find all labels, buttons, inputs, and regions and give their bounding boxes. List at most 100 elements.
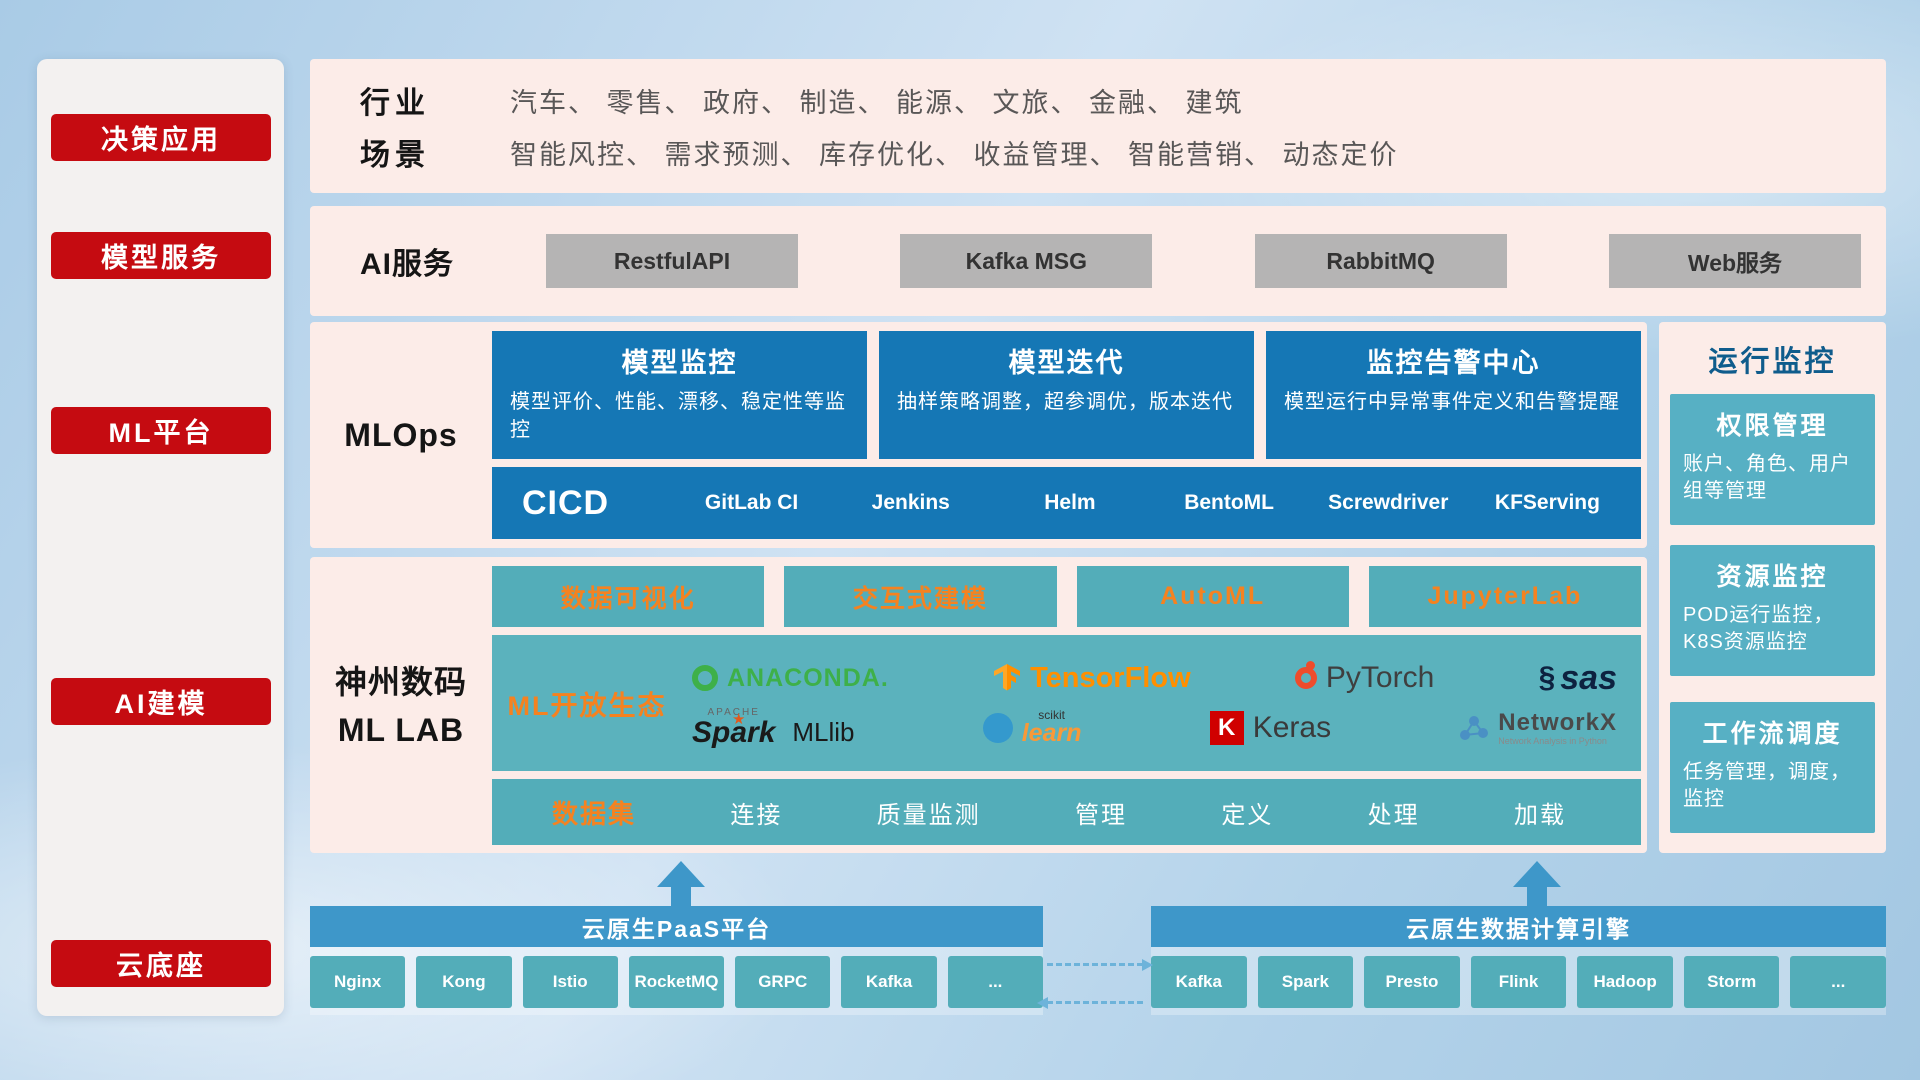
tool-data-visualization: 数据可视化 [492,566,765,627]
data-engine-title-bar: 云原生数据计算引擎 [1151,906,1886,947]
engine-item-storm: Storm [1683,956,1780,1008]
sidebar-item-cloud-base: 云底座 [51,940,271,987]
scikit-learn-logo: scikit learn [982,709,1082,746]
workflow-scheduler-card: 工作流调度 任务管理，调度，监控 [1670,702,1875,833]
scenario-list: 智能风控、 需求预测、 库存优化、 收益管理、 智能营销、 动态定价 [510,139,1399,170]
spark-apache-text: APACHE [707,706,760,718]
networkx-subtitle: Network Analysis in Python [1498,736,1607,747]
paas-up-arrow [657,861,705,906]
card-desc: 抽样策略调整，超参调优，版本迭代 [897,391,1233,413]
model-monitor-card: 模型监控 模型评价、性能、漂移、稳定性等监控 [492,331,867,459]
engine-item-presto: Presto [1364,956,1460,1008]
keras-icon: K [1209,710,1244,745]
paas-item-more: ... [947,956,1043,1008]
dataset-item-quality: 质量监测 [876,801,981,829]
sidebar-item-model-service: 模型服务 [51,232,271,279]
mlops-panel: MLOps 模型监控 模型评价、性能、漂移、稳定性等监控 模型迭代 抽样策略调整… [310,322,1647,548]
engine-item-spark: Spark [1257,956,1354,1008]
industry-label: 行业 [360,87,430,120]
spark-wordmark: APACHE ★ Spark [692,706,776,749]
sidebar-item-ai-modeling: AI建模 [51,678,271,725]
networkx-logo: NetworkX Network Analysis in Python [1459,709,1617,747]
ml-ecosystem-label: ML开放生态 [507,690,667,721]
mllab-label-line2: ML LAB [337,711,465,748]
mllab-panel: 神州数码 ML LAB 数据可视化 交互式建模 AutoML JupyterLa… [310,557,1647,853]
pytorch-logo: PyTorch [1294,661,1435,695]
card-title: 权限管理 [1716,412,1829,440]
networkx-icon [1459,713,1489,743]
card-desc: 账户、角色、用户组等管理 [1683,453,1851,502]
cicd-item-kfserving: KFServing [1494,491,1600,514]
kafka-msg-button: Kafka MSG [900,234,1153,288]
dashed-arrow-left [1037,997,1143,1009]
restful-api-button: RestfulAPI [546,234,798,288]
card-title: 监控告警中心 [1366,348,1541,378]
dataset-label: 数据集 [552,798,637,829]
card-desc: 任务管理，调度，监控 [1683,761,1851,810]
data-engine-items: Kafka Spark Presto Flink Hadoop Storm ..… [1151,956,1887,1008]
cicd-item-screwdriver: Screwdriver [1328,491,1449,514]
dataset-item-process: 处理 [1367,801,1420,829]
spark-mllib-logo: APACHE ★ Spark MLlib [692,706,855,749]
paas-item-istio: Istio [522,956,618,1008]
mlops-cards: 模型监控 模型评价、性能、漂移、稳定性等监控 模型迭代 抽样策略调整，超参调优，… [492,331,1641,459]
engine-item-hadoop: Hadoop [1577,956,1673,1008]
scenario-line: 场景 智能风控、 需求预测、 库存优化、 收益管理、 智能营销、 动态定价 [360,129,1886,175]
anaconda-text: ANACONDA. [727,663,889,692]
dashed-arrow-right [1047,959,1153,971]
permission-management-card: 权限管理 账户、角色、用户组等管理 [1670,394,1875,525]
data-engine-group: 云原生数据计算引擎 Kafka Spark Presto Flink Hadoo… [1151,906,1887,1015]
cicd-item-jenkins: Jenkins [871,491,950,514]
paas-item-kong: Kong [416,956,512,1008]
paas-items: Nginx Kong Istio RocketMQ GRPC Kafka ... [310,956,1043,1008]
industry-list: 汽车、 零售、 政府、 制造、 能源、 文旅、 金融、 建筑 [510,87,1244,118]
spark-star-icon: ★ [732,710,746,728]
anaconda-icon [692,665,718,691]
logo-row-1: ANACONDA. TensorFlow [682,659,1617,698]
scikit-learn-icon [982,712,1013,743]
ai-service-panel: AI服务 RestfulAPI Kafka MSG RabbitMQ Web服务 [310,206,1886,316]
card-title: 模型迭代 [1008,348,1125,378]
keras-text: Keras [1252,710,1332,744]
tool-interactive-modeling: 交互式建模 [784,566,1057,627]
mllab-tools: 数据可视化 交互式建模 AutoML JupyterLab [492,566,1641,627]
cicd-item-helm: Helm [1044,491,1096,514]
rabbitmq-button: RabbitMQ [1254,234,1507,288]
engine-item-flink: Flink [1470,956,1567,1008]
keras-logo: K Keras [1209,710,1332,745]
networkx-wordmark: NetworkX Network Analysis in Python [1498,709,1617,747]
runtime-monitor-title: 运行监控 [1708,346,1837,378]
mllab-label: 神州数码 ML LAB [310,566,492,845]
industry-line: 行业 汽车、 零售、 政府、 制造、 能源、 文旅、 金融、 建筑 [360,77,1886,123]
card-title: 资源监控 [1716,563,1829,591]
engine-up-arrow [1513,861,1561,906]
paas-title-bar: 云原生PaaS平台 [310,906,1043,947]
mlops-content: 模型监控 模型评价、性能、漂移、稳定性等监控 模型迭代 抽样策略调整，超参调优，… [492,331,1641,539]
learn-text: learn [1021,719,1082,747]
dataset-bar: 数据集 连接 质量监测 管理 定义 处理 加载 [492,779,1641,845]
card-desc: 模型运行中异常事件定义和告警提醒 [1284,391,1620,413]
tensorflow-logo: TensorFlow [993,662,1191,695]
engine-item-more: ... [1790,956,1887,1008]
sas-swoosh-icon: § [1538,661,1556,694]
left-rail: 决策应用 模型服务 ML平台 AI建模 云底座 [37,59,284,1016]
dataset-item-connect: 连接 [730,801,783,829]
arrow-head [657,861,705,887]
tensorflow-text: TensorFlow [1030,661,1191,694]
card-title: 工作流调度 [1702,720,1843,748]
networkx-text: NetworkX [1498,708,1617,736]
alert-center-card: 监控告警中心 模型运行中异常事件定义和告警提醒 [1266,331,1641,459]
pytorch-text: PyTorch [1325,661,1435,694]
model-iteration-card: 模型迭代 抽样策略调整，超参调优，版本迭代 [879,331,1254,459]
runtime-monitor-panel: 运行监控 权限管理 账户、角色、用户组等管理 资源监控 POD运行监控，K8S资… [1659,322,1886,853]
cicd-item-bentoml: BentoML [1184,491,1275,514]
mllab-label-line1: 神州数码 [334,663,467,700]
mlops-label: MLOps [344,417,458,453]
scikit-learn-wordmark: scikit learn [1022,709,1082,746]
spark-text: Spark [692,715,776,749]
tool-jupyterlab: JupyterLab [1368,566,1641,627]
resource-monitor-card: 资源监控 POD运行监控，K8S资源监控 [1670,545,1875,676]
paas-item-grpc: GRPC [735,956,831,1008]
sidebar-item-decision-app: 决策应用 [51,114,271,161]
cicd-bar: CICD GitLab CI Jenkins Helm BentoML Scre… [492,467,1641,539]
